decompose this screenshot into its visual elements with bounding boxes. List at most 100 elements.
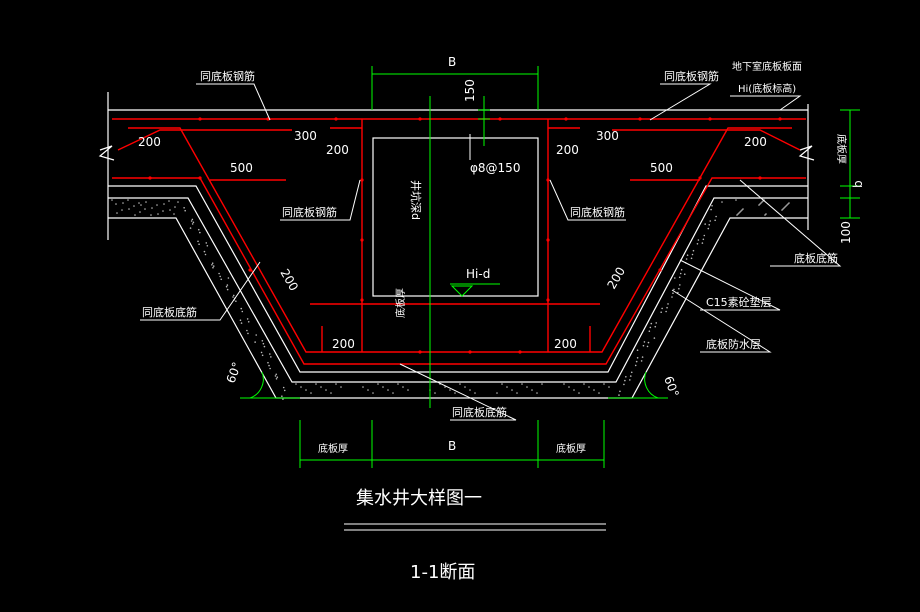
- hatch-dot: [740, 210, 742, 212]
- bottom-level-label: Hi-d: [466, 267, 490, 281]
- hatch-dot: [608, 386, 610, 388]
- hatch-dot: [246, 318, 249, 320]
- dim-right-100: 100: [839, 221, 853, 244]
- hatch-dot: [254, 341, 256, 343]
- top-left-rebar-label: 同底板钢筋: [200, 69, 255, 83]
- hatch-dot: [672, 292, 674, 295]
- hatch-dot: [785, 205, 787, 207]
- dim-bottom-slab-right: 底板厚: [556, 442, 586, 455]
- hatch-dot: [674, 277, 676, 279]
- hatch-dot: [787, 203, 789, 205]
- hatch-dot: [758, 204, 760, 206]
- hatch-dot: [635, 360, 638, 363]
- hatch-dot: [737, 213, 739, 215]
- hatch-dot: [666, 306, 668, 309]
- hatch-dot: [205, 242, 208, 244]
- hatch-dot: [531, 389, 533, 391]
- hatch-dot: [211, 264, 213, 266]
- hatch-dot: [127, 199, 129, 201]
- hatch-dot: [736, 214, 738, 216]
- hatch-dot: [275, 373, 278, 376]
- hatch-dot: [696, 243, 699, 245]
- hatch-dot: [274, 375, 277, 377]
- hatch-dot: [704, 223, 706, 225]
- hatch-dot: [198, 243, 200, 245]
- hatch-dot: [241, 310, 244, 313]
- hatch-dot: [703, 234, 706, 237]
- hatch-dot: [226, 288, 229, 291]
- hatch-dot: [372, 392, 374, 394]
- hatch-dot: [526, 386, 528, 388]
- hatch-dot: [139, 211, 141, 213]
- drawing-title: 集水井大样图一 1-1断面: [344, 488, 606, 583]
- hatch-dot: [320, 386, 322, 388]
- rebar-section-dot: [360, 298, 364, 302]
- cushion-label: C15素砼垫层: [706, 295, 772, 309]
- stirrup-label: φ8@150: [470, 161, 520, 175]
- dim-angle-right: 60°: [661, 374, 681, 399]
- dim-bottom-b: B: [448, 439, 456, 453]
- hatch-dot: [568, 386, 570, 388]
- dim-bottom-slab-left: 底板厚: [318, 442, 348, 455]
- rebar-section-dot: [498, 117, 502, 121]
- hatch-dot: [655, 322, 658, 324]
- hatch-dot: [686, 254, 689, 256]
- hatch-dot: [173, 213, 175, 215]
- hatch-dot: [220, 278, 223, 281]
- hatch-dot: [650, 322, 653, 325]
- hatch-dot: [593, 389, 595, 391]
- hatch-dot: [459, 383, 461, 385]
- hatch-dot: [204, 253, 207, 256]
- hatch-dot: [496, 392, 498, 394]
- hatch-dot: [315, 383, 317, 385]
- hatch-dot: [150, 214, 152, 216]
- rebar-section-dot: [708, 117, 712, 121]
- hatch-dot: [268, 364, 270, 367]
- hatch-dot: [212, 266, 214, 269]
- hatch-dot: [691, 253, 694, 256]
- hatch-dot: [116, 212, 118, 214]
- hatch-dot: [232, 296, 234, 298]
- hatch-dot: [536, 392, 538, 394]
- hatch-dot: [649, 326, 652, 329]
- hatch-dot: [377, 383, 379, 385]
- rebar-section-dot: [418, 117, 422, 121]
- hatch-dot: [784, 206, 786, 208]
- hatch-dot: [629, 375, 632, 377]
- hatch-dot: [710, 208, 712, 211]
- hatch-dot: [464, 386, 466, 388]
- dim-right-300: 300: [596, 129, 619, 143]
- hatch-dot: [362, 386, 364, 388]
- rebar-section-dot: [698, 176, 702, 180]
- hatch-dot: [578, 392, 580, 394]
- rebar-section-dot: [360, 238, 364, 242]
- dimension-labels: B 150 200 300 200 500 300 200 200 500 20…: [138, 55, 865, 455]
- hatch-dot: [156, 204, 158, 206]
- hatch-dot: [262, 342, 265, 345]
- hatch-dot: [261, 340, 264, 342]
- hatch-dot: [335, 383, 337, 385]
- hatch-dot: [330, 392, 332, 394]
- hatch-dot: [511, 389, 513, 391]
- hatch-dot: [711, 205, 713, 207]
- well-depth-label: 井坑深d: [409, 180, 423, 220]
- rebar-lines: [112, 118, 806, 365]
- hatch-dot: [692, 249, 695, 252]
- hatch-dot: [190, 220, 193, 222]
- hatch-dot: [761, 201, 763, 203]
- hatch-dot: [192, 221, 195, 224]
- hatch-dot: [325, 389, 327, 391]
- hatch-dot: [685, 258, 688, 260]
- hatch-dot: [169, 209, 171, 211]
- hatch-dot: [115, 203, 117, 205]
- hatch-dot: [541, 383, 543, 385]
- hatch-dot: [240, 307, 243, 310]
- hatch-dot: [263, 345, 266, 348]
- hatch-dot: [661, 307, 663, 310]
- dim-right-200-b: 200: [744, 135, 767, 149]
- hatch-dot: [678, 276, 681, 279]
- hatch-dot: [782, 208, 784, 210]
- hatch-dot: [624, 379, 626, 382]
- hatch-dot: [281, 395, 283, 398]
